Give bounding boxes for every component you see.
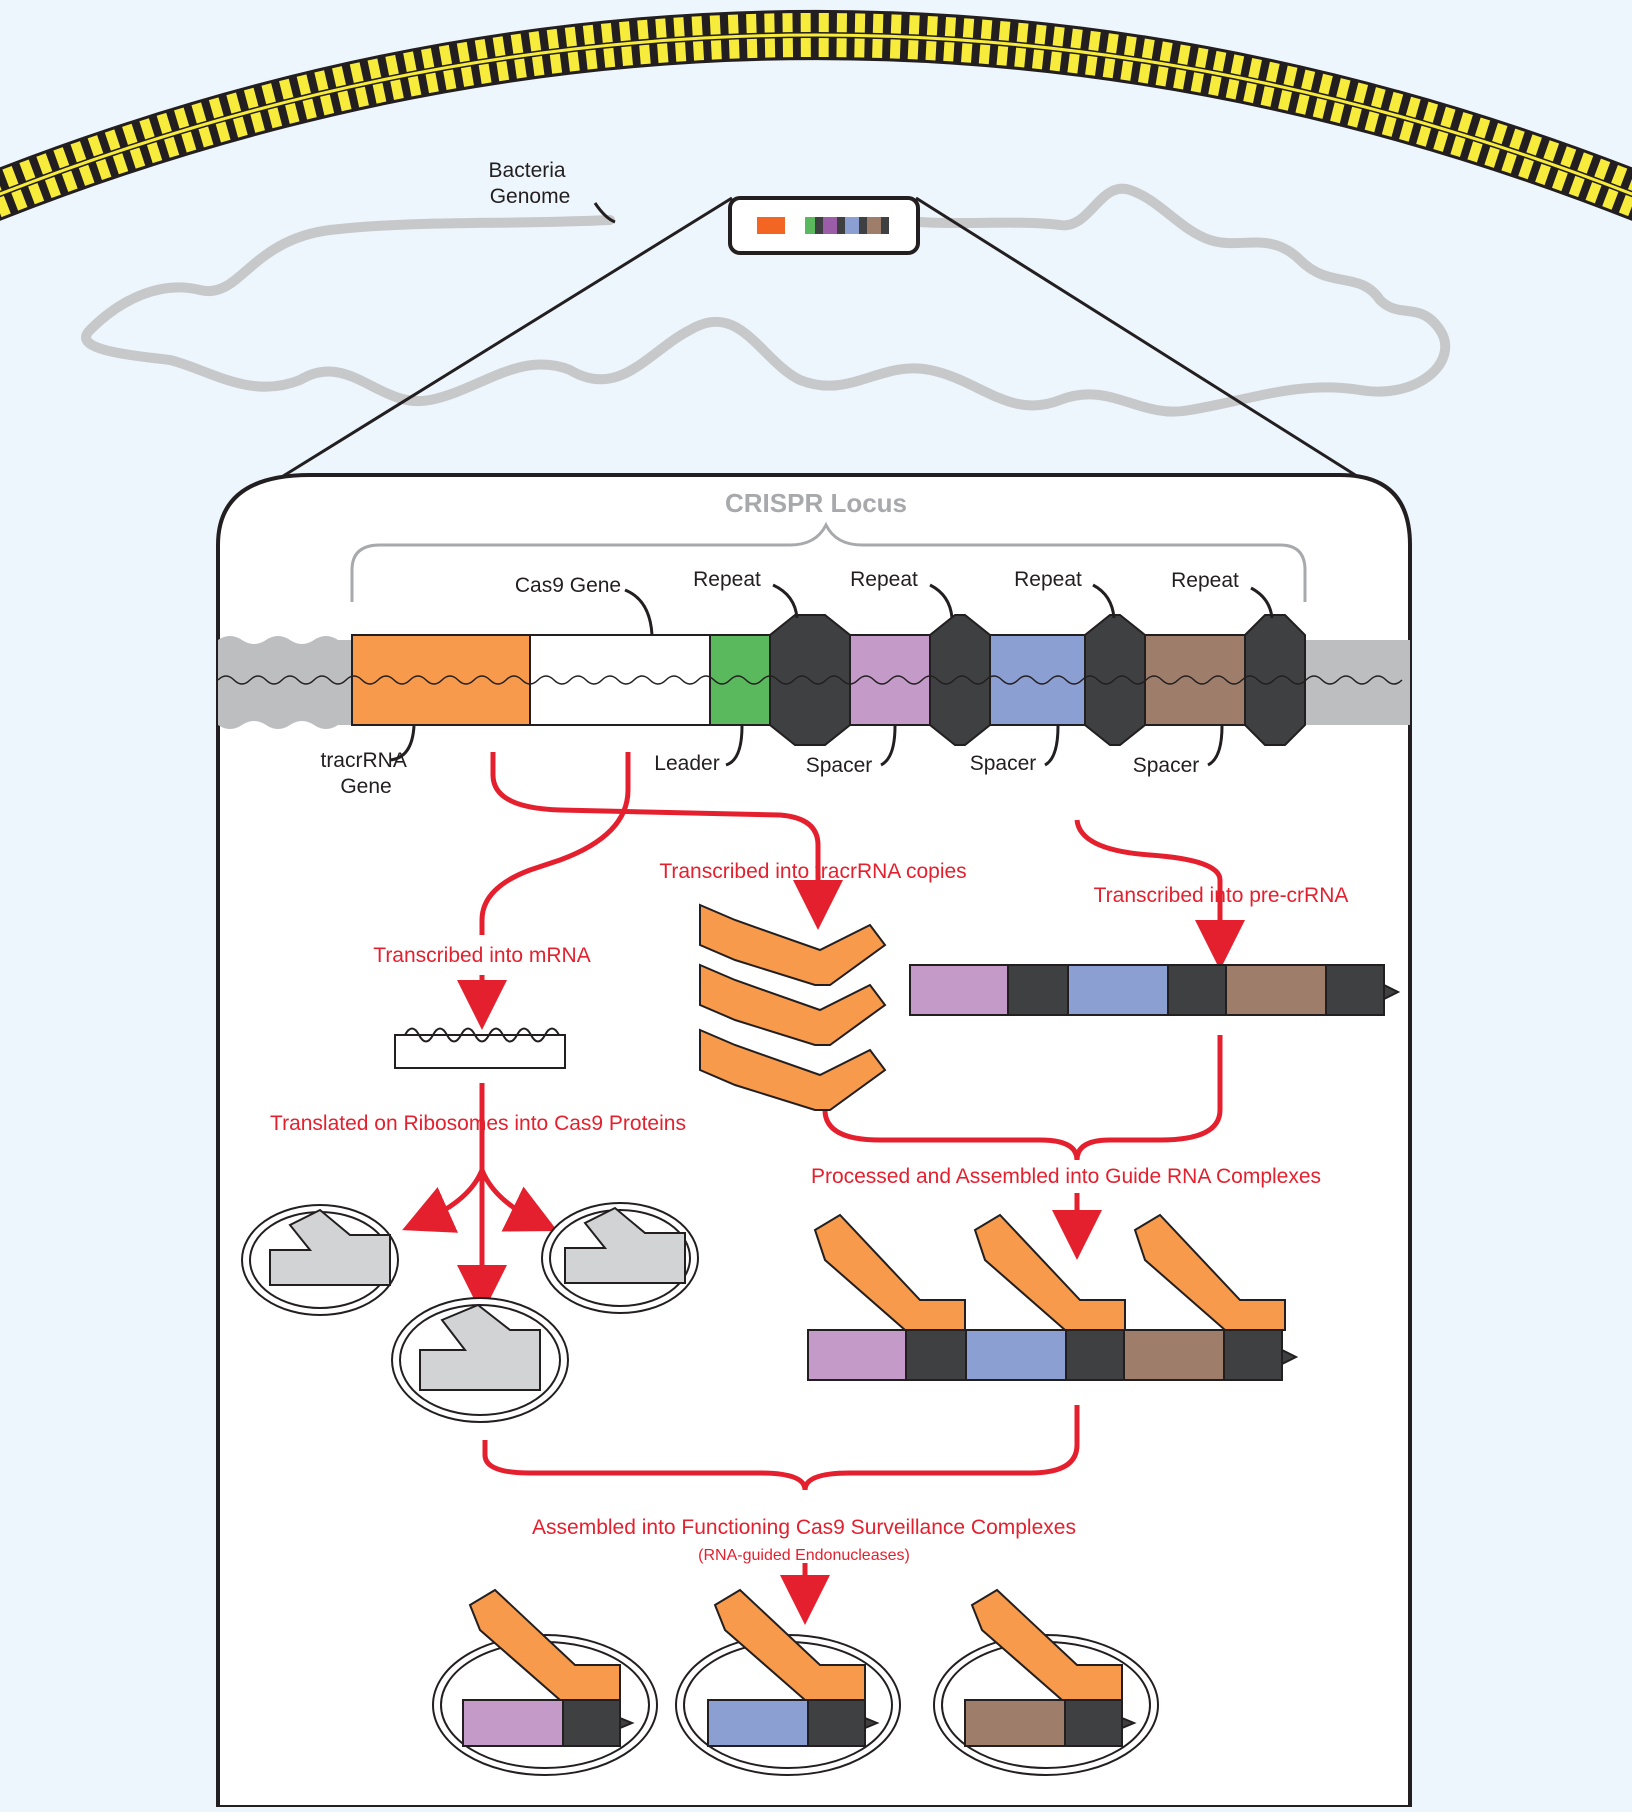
tracrrna-gene-label: tracrRNA Gene: [320, 749, 411, 798]
surveillance-complex-3: [933, 1588, 1159, 1776]
cas9-protein-1: [241, 1204, 399, 1316]
tracrrna-copies: [699, 903, 887, 1111]
crispr-locus-brace: [350, 521, 1307, 602]
step-processed: Processed and Assembled into Guide RNA C…: [811, 1165, 1321, 1188]
leader-label: Leader: [654, 752, 719, 775]
pre-crrna: [909, 964, 1401, 1016]
repeat-label-2: Repeat: [850, 568, 918, 591]
surveillance-complex-2: [675, 1588, 901, 1776]
bacteria-genome-label: Bacteria Genome: [489, 159, 572, 208]
step-assembled-sub: (RNA-guided Endonucleases): [698, 1547, 910, 1564]
surveillance-complex-1: [432, 1588, 658, 1776]
step-tracr-copies: Transcribed into tracrRNA copies: [659, 860, 966, 883]
spacer-label-3: Spacer: [1133, 754, 1200, 777]
cas9-mrna: [394, 1027, 566, 1069]
repeat-label-1: Repeat: [693, 568, 761, 591]
spacer-label-1: Spacer: [806, 754, 873, 777]
cell-membrane: [0, 10, 1632, 221]
step-pre-crrna: Transcribed into pre-crRNA: [1094, 884, 1349, 907]
crispr-locus-title: CRISPR Locus: [725, 488, 907, 518]
step-translated: Translated on Ribosomes into Cas9 Protei…: [270, 1112, 686, 1135]
step-assembled: Assembled into Functioning Cas9 Surveill…: [532, 1516, 1076, 1539]
crispr-locus-dna: [217, 614, 1410, 746]
bacterial-genome: [81, 183, 1451, 417]
cas9-protein-3: [391, 1297, 569, 1423]
cas9-protein-2: [541, 1202, 699, 1314]
guide-rna-complexes: [807, 1213, 1299, 1381]
repeat-label-3: Repeat: [1014, 568, 1082, 591]
spacer-label-2: Spacer: [970, 752, 1037, 775]
flow-arrows: [402, 752, 1245, 1625]
repeat-label-4: Repeat: [1171, 569, 1239, 592]
cas9-gene-label: Cas9 Gene: [515, 574, 621, 597]
crispr-zoom-box: [728, 196, 920, 255]
step-mrna: Transcribed into mRNA: [373, 944, 590, 967]
